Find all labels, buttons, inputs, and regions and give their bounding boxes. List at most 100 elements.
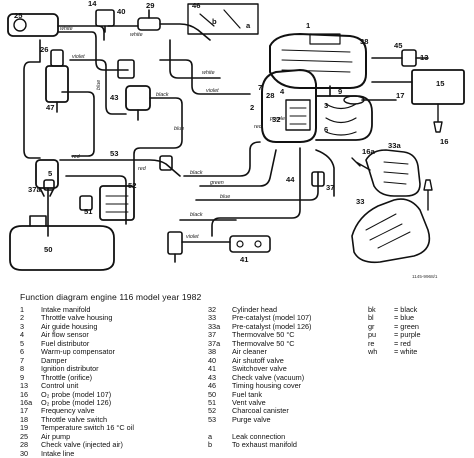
legend-number: 32 xyxy=(208,305,217,314)
pipe-label: red xyxy=(138,166,147,172)
check-valve-29 xyxy=(137,17,161,31)
warm-up-compensator xyxy=(45,65,69,103)
check-valve-vacuum xyxy=(125,85,151,111)
legend-text: Purge valve xyxy=(232,414,271,424)
legend-text: Throttle valve switch xyxy=(41,414,108,424)
legend-text: Timing housing cover xyxy=(232,381,302,391)
legend-text: Damper xyxy=(41,355,67,365)
vent-valve xyxy=(79,195,93,211)
pipe-label: red xyxy=(254,124,263,130)
thermovalve-44 xyxy=(311,171,325,187)
legend-number: 4 xyxy=(20,330,25,340)
charcoal-canister xyxy=(99,185,135,221)
legend-text: Ignition distributor xyxy=(41,364,99,374)
callout-33a: 33a xyxy=(388,141,401,150)
legend-number: 3 xyxy=(20,321,25,331)
damper xyxy=(117,59,135,79)
legend-row: bk= black xyxy=(368,305,421,314)
o2-probe-16a xyxy=(351,157,371,171)
pipe-label: blue xyxy=(220,194,230,200)
callout-15: 15 xyxy=(436,79,445,88)
callout-38: 38 xyxy=(360,37,368,46)
callout-53: 53 xyxy=(110,149,118,158)
legend-text: Charcoal canister xyxy=(232,406,289,416)
legend-text: Cylinder head xyxy=(232,305,278,314)
pre-catalyst-33a xyxy=(365,149,421,197)
legend-number: 7 xyxy=(20,355,25,365)
legend-text: Switchover valve xyxy=(232,364,287,374)
callout-16a: 16a xyxy=(362,147,375,156)
engine-function-diagram: 25 40 29 46 b a 1 38 14 26 47 43 45 28 1… xyxy=(7,0,465,279)
pipe-label: white xyxy=(60,26,73,32)
pipe-label: white xyxy=(130,32,143,38)
legend-number: 17 xyxy=(20,406,29,416)
legend-text: Temperature switch 16 °C oil xyxy=(41,423,134,433)
legend-letter: b xyxy=(208,440,213,450)
legend-text: Leak connection xyxy=(232,431,286,441)
callout-6: 6 xyxy=(324,125,328,134)
fuel-distributor xyxy=(35,159,59,189)
legend-number: 19 xyxy=(20,423,29,433)
air-pump xyxy=(7,13,59,37)
legend-number: 46 xyxy=(208,381,217,391)
fuel-tank xyxy=(9,225,115,271)
legend-row: 52 Charcoal canister xyxy=(208,406,312,416)
legend-row: 19 Temperature switch 16 °C oil xyxy=(20,423,134,433)
legend-number: gr xyxy=(368,321,375,331)
callout-44: 44 xyxy=(286,175,295,184)
pre-catalyst-33 xyxy=(351,198,431,264)
callout-25: 25 xyxy=(14,11,23,20)
legend-number: re xyxy=(368,338,375,348)
legend-number: 37a xyxy=(208,338,221,348)
legend-text: = red xyxy=(394,338,411,348)
legend-text: Pre-catalyst (model 107) xyxy=(232,313,312,323)
legend-text: Vent valve xyxy=(232,397,266,407)
thermovalve-37 xyxy=(43,179,55,191)
callout-4: 4 xyxy=(280,87,285,96)
pipe-label: purple xyxy=(269,116,285,122)
callout-40: 40 xyxy=(117,7,125,16)
purge-valve xyxy=(159,155,173,171)
pipe-label: red xyxy=(72,154,81,160)
callout-32: 32 xyxy=(272,115,280,124)
legend-number: 52 xyxy=(208,406,217,416)
legend-caption: Function diagram engine 116 model year 1… xyxy=(20,292,202,302)
legend-number: bk xyxy=(368,305,376,314)
switchover-valve-45 xyxy=(401,49,417,67)
callout-47: 47 xyxy=(46,103,54,112)
pipe-label: violet xyxy=(72,54,85,60)
callout-37: 37 xyxy=(326,183,334,192)
legend-text: = blue xyxy=(394,313,415,323)
callout-52: 52 xyxy=(128,181,136,190)
control-valve-bottom xyxy=(167,231,183,255)
legend-text: Thermovalve 50 °C xyxy=(232,330,295,340)
pipe-label: blue xyxy=(96,80,102,90)
legend-number: 9 xyxy=(20,372,25,382)
legend-number: 5 xyxy=(20,338,25,348)
legend-number: 33a xyxy=(208,321,221,331)
legend-row: 7 Damper xyxy=(20,355,134,365)
legend-text: Air cleaner xyxy=(232,347,267,357)
legend-text: Check valve (injected air) xyxy=(41,440,123,450)
legend-number: 51 xyxy=(208,397,217,407)
legend-text: Intake line xyxy=(41,448,75,458)
callout-37a: 37a xyxy=(28,185,41,194)
legend-text: Frequency valve xyxy=(41,406,95,416)
pipe-label: violet xyxy=(186,234,199,240)
pipe-label: white xyxy=(202,70,215,76)
legend-number: 1 xyxy=(20,305,25,314)
